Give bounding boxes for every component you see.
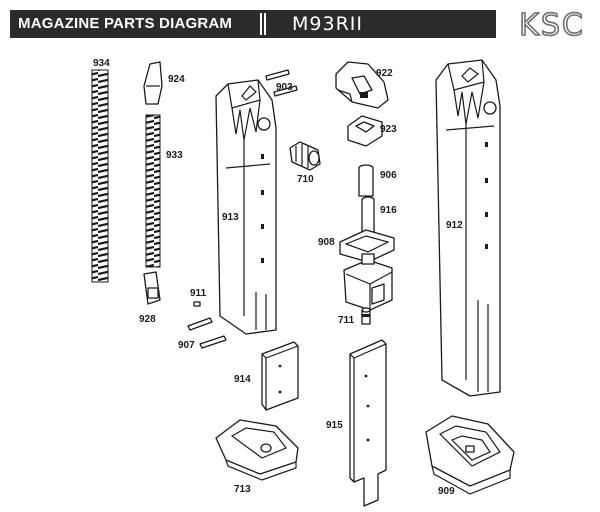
label-934: 934 (93, 58, 110, 69)
model-name: M93RII (292, 13, 363, 35)
part-903-pins (265, 69, 298, 97)
part-934-spring (91, 69, 109, 283)
part-713-base-plate (215, 419, 299, 481)
part-923-gasket (347, 115, 383, 147)
part-924-follower (143, 61, 163, 105)
diagram-title: MAGAZINE PARTS DIAGRAM (18, 15, 233, 32)
label-903: 903 (276, 82, 293, 93)
label-914: 914 (234, 374, 251, 385)
part-933-spring (145, 114, 161, 268)
part-915-plate (349, 339, 387, 507)
part-908-plate (339, 229, 395, 263)
label-710: 710 (297, 174, 314, 185)
part-916-nozzle (361, 196, 375, 241)
part-907-pins (187, 317, 227, 349)
label-913: 913 (222, 212, 239, 223)
label-924: 924 (168, 74, 185, 85)
part-914-plate (261, 341, 299, 411)
label-711: 711 (338, 315, 355, 326)
part-913-magazine-body (215, 79, 277, 335)
part-912-magazine-body (435, 59, 501, 397)
label-911: 911 (190, 288, 207, 299)
label-713: 713 (234, 484, 251, 495)
part-906-tube (358, 164, 374, 197)
label-928: 928 (139, 314, 156, 325)
part-711-valve (361, 307, 371, 325)
label-912: 912 (446, 220, 463, 231)
part-909-base-plate (425, 415, 515, 495)
part-710-valve (289, 141, 321, 171)
label-916: 916 (380, 205, 397, 216)
part-928-block (143, 271, 161, 305)
header-bar: MAGAZINE PARTS DIAGRAM M93RII (10, 10, 496, 38)
label-906: 906 (380, 170, 397, 181)
label-915: 915 (326, 420, 343, 431)
title-separator (260, 13, 266, 35)
label-909: 909 (438, 486, 455, 497)
label-933: 933 (166, 150, 183, 161)
label-908: 908 (318, 237, 335, 248)
label-923: 923 (380, 124, 397, 135)
part-922-lip (335, 61, 389, 109)
ksc-logo: KSC (518, 8, 585, 40)
label-907: 907 (178, 340, 195, 351)
ksc-logo-text: KSC (519, 8, 585, 40)
part-valve-housing (343, 253, 393, 311)
label-922: 922 (376, 68, 393, 79)
part-911-pin (193, 301, 201, 307)
